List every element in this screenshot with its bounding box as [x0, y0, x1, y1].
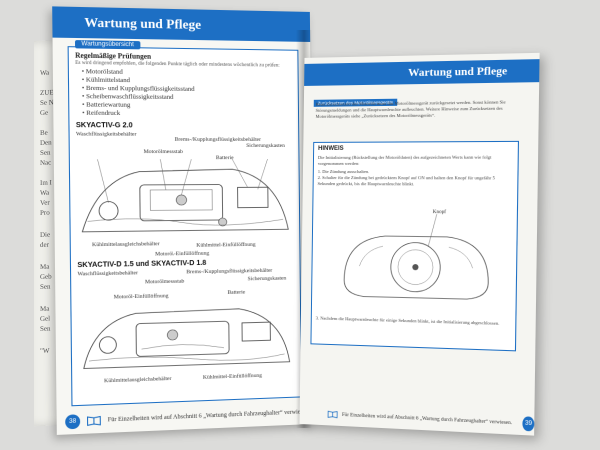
- back-text: Wa: [40, 188, 50, 197]
- engine2-oil-filler-label: Motoröl-Einfüllöffnung: [113, 293, 169, 301]
- engine2-coolant-tank-label: Kühlmittelausgleichsbehälter: [104, 375, 172, 385]
- back-text: Sen: [40, 148, 51, 157]
- engine2-coolant-filler-label: Kühlmittel-Einfüllöffnung: [202, 372, 263, 381]
- back-text: Gel: [40, 314, 51, 323]
- engine1-oil-filler-label: Motoröl-Einfüllöffnung: [155, 250, 210, 258]
- back-text: Den: [40, 138, 52, 147]
- back-text: ZUE: [40, 88, 54, 97]
- left-page: Wartung und Pflege Wartungsübersicht Reg…: [52, 6, 315, 435]
- back-text: Ver: [40, 198, 50, 207]
- check-list: Motorölstand Kühlmittelstand Brems- und …: [82, 68, 195, 118]
- hinweis-text: Die Initialisierung (Rückstellung der Mo…: [317, 154, 492, 166]
- back-text: Ma: [40, 262, 50, 271]
- engine1-washer-label: Waschflüssigkeitsbehälter: [75, 131, 137, 138]
- engine2-battery-label: Batterie: [227, 289, 246, 296]
- right-page-number: 39: [522, 416, 535, 432]
- steps-list: 1. Die Zündung ausschalten. 2. Schalter …: [318, 169, 509, 188]
- engine1-dipstick-label: Motorölmessstab: [143, 148, 183, 156]
- hinweis-box: HINWEIS Die Initialisierung (Rückstellun…: [310, 140, 520, 352]
- engine1-title: SKYACTIV-G 2.0: [75, 121, 133, 130]
- list-item: 2. Schalter für die Zündung bei gedrückt…: [317, 175, 495, 187]
- right-page-header: Wartung und Pflege: [304, 59, 540, 86]
- engine1-fuse-label: Sicherungskasten: [246, 142, 285, 149]
- right-footer-text: Für Einzelheiten wird auf Abschnitt 6 „W…: [341, 412, 513, 426]
- regular-checks-title: Regelmäßige Prüfungen: [75, 51, 152, 61]
- right-page: Wartung und Pflege Zurücksetzen des Moto…: [299, 52, 540, 436]
- engine2-brake-label: Brems-/Kupplungsflüssigkeitsbehälter: [186, 267, 273, 276]
- right-page-footer: Für Einzelheiten wird auf Abschnitt 6 „W…: [299, 402, 535, 436]
- engine1-coolant-filler-label: Kühlmittel-Einfüllöffnung: [196, 241, 256, 249]
- back-text: Ge: [40, 108, 49, 117]
- back-text: Im I: [40, 178, 52, 187]
- engine1-drawing: [76, 159, 293, 242]
- back-text: Sen: [40, 324, 51, 333]
- overview-tab-label: Wartungsübersicht: [74, 40, 141, 50]
- instrument-cluster-drawing: [334, 209, 500, 310]
- right-header-title: Wartung und Pflege: [408, 64, 508, 80]
- back-text: Nac: [40, 158, 52, 167]
- reset-section-head: Zurücksetzen des Motorölmessgeräts: [313, 89, 515, 107]
- engine2-title: SKYACTIV-D 1.5 und SKYACTIV-D 1.8: [77, 259, 207, 270]
- list-item: Reifendruck: [82, 110, 195, 119]
- engine1-coolant-tank-label: Kühlmittelausgleichsbehälter: [92, 241, 160, 249]
- left-footer-text: Für Einzelheiten wird auf Abschnitt 6 „W…: [107, 409, 310, 424]
- engine2-fuse-label: Sicherungskasten: [247, 275, 287, 283]
- book-icon: [327, 409, 338, 420]
- engine2-drawing: [78, 299, 295, 377]
- back-text: Pro: [40, 208, 50, 217]
- back-text: "W: [40, 346, 50, 355]
- step-3: 3. Nachdem die Hauptwarnleuchte für eini…: [315, 315, 500, 326]
- hinweis-title: HINWEIS: [318, 145, 344, 152]
- maintenance-overview-box: Wartungsübersicht Regelmäßige Prüfungen …: [67, 40, 302, 407]
- engine2-washer-label: Waschflüssigkeitsbehälter: [77, 270, 138, 278]
- back-text: Sen: [40, 282, 51, 291]
- book-icon: [86, 415, 101, 426]
- back-text: Geb: [40, 272, 52, 281]
- left-page-number: 38: [65, 414, 81, 430]
- back-text: Se N: [40, 98, 54, 107]
- back-text: Be: [40, 128, 48, 137]
- back-text: Die: [40, 230, 51, 239]
- engine2-dipstick-label: Motorölmessstab: [144, 278, 185, 286]
- back-text: Ma: [40, 304, 50, 313]
- left-page-header: Wartung und Pflege: [52, 6, 311, 42]
- back-text: Wa: [40, 68, 50, 77]
- reset-paragraph: Beim Zurücksetzen des Motoröls muss das …: [315, 99, 506, 119]
- left-header-title: Wartung und Pflege: [84, 14, 202, 32]
- back-text: der: [40, 240, 49, 249]
